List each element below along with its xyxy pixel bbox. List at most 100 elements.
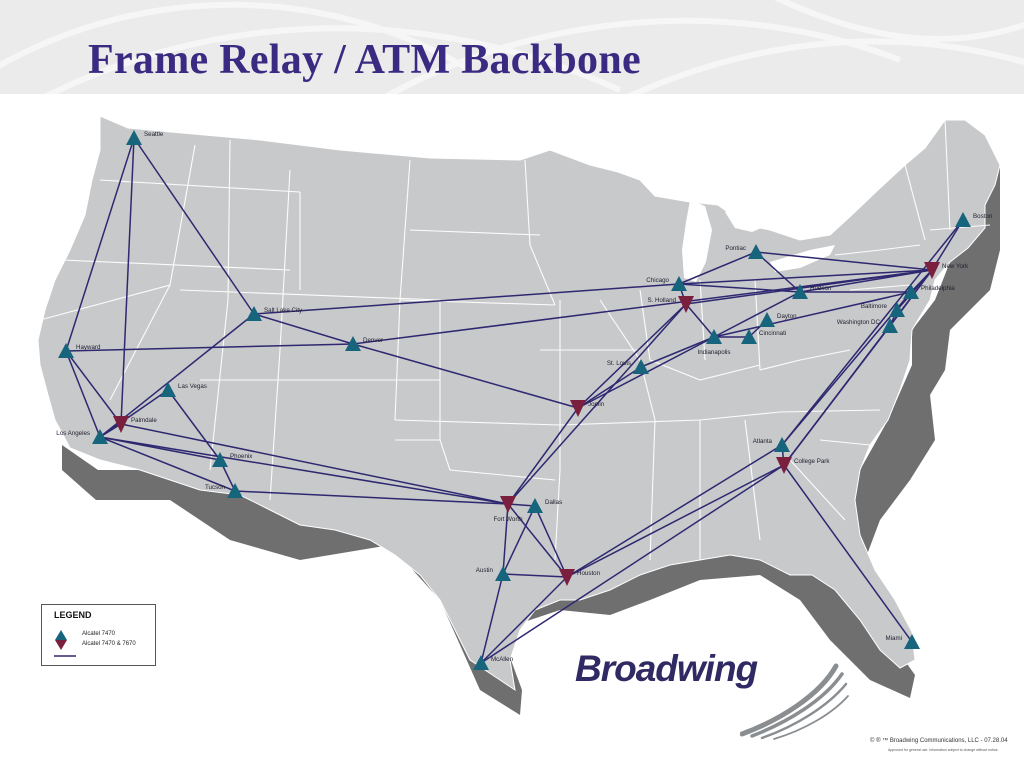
route-fort-worth-to-s-holland <box>507 303 687 505</box>
route-seattle-to-salt-lake-city <box>133 137 255 315</box>
node-dallas: Dallas <box>527 498 562 513</box>
alcatel-7470-icon <box>904 634 920 649</box>
route-las-vegas-to-phoenix <box>167 389 221 461</box>
city-label-new-york: New York <box>942 263 969 270</box>
node-hayward: Hayward <box>58 343 101 358</box>
route-s-holland-to-new-york <box>685 269 933 305</box>
route-dallas-to-austin <box>502 505 536 575</box>
route-line-icon <box>54 655 76 657</box>
alcatel-7470-icon <box>527 498 543 513</box>
city-label-las-vegas: Las Vegas <box>178 383 207 390</box>
alcatel-7470-icon <box>882 318 898 333</box>
node-philadelphia: Philadelphia <box>903 284 955 299</box>
city-label-st-louis: St. Louis <box>607 360 631 367</box>
alcatel-7470-icon <box>246 306 262 321</box>
city-label-austin: Austin <box>476 567 494 574</box>
alcatel-7470-icon <box>706 329 722 344</box>
city-label-tucson: Tucson <box>205 484 226 491</box>
city-label-s-holland: S. Holland <box>647 297 676 304</box>
route-salt-lake-city-to-denver <box>253 313 354 345</box>
broadwing-logo-text: Broadwing <box>575 648 758 689</box>
node-fort-worth: Fort Worth <box>493 496 523 523</box>
usa-landmass <box>37 115 1001 715</box>
alcatel-7470-7670-icon <box>55 640 67 650</box>
alcatel-7470-icon <box>955 212 971 227</box>
route-salt-lake-city-to-chicago <box>253 283 680 315</box>
city-label-boston: Boston <box>973 213 993 220</box>
node-washington-dc: Washington DC <box>837 318 898 333</box>
city-label-pontiac: Pontiac <box>725 245 746 252</box>
node-austin: Austin <box>476 566 511 581</box>
route-st-louis-to-indianapolis <box>640 336 715 368</box>
route-fort-worth-to-joplin <box>507 407 579 505</box>
route-houston-to-college-park <box>566 464 785 578</box>
backbone-routes <box>65 137 964 664</box>
city-label-phoenix: Phoenix <box>230 453 253 460</box>
route-fort-worth-to-austin <box>502 503 509 575</box>
city-label-mcallen: McAllen <box>491 656 514 663</box>
legend-label-alcatel-7470-7670: Alcatel 7470 & 7670 <box>82 641 136 647</box>
alcatel-7470-icon <box>671 276 687 291</box>
city-label-salt-lake-city: Salt Lake City <box>264 307 303 314</box>
node-tucson: Tucson <box>205 483 243 498</box>
route-atlanta-to-boston <box>781 219 964 446</box>
node-dayton: Dayton <box>759 312 797 327</box>
alcatel-7470-icon <box>160 382 176 397</box>
route-joplin-to-s-holland <box>577 303 687 409</box>
alcatel-7470-icon <box>774 437 790 452</box>
state-borders <box>39 119 991 561</box>
route-college-park-to-washington-dc <box>783 325 891 466</box>
city-label-seattle: Seattle <box>144 131 164 138</box>
node-salt-lake-city: Salt Lake City <box>246 306 303 321</box>
route-denver-to-joplin <box>352 343 579 409</box>
lake-michigan <box>682 200 712 282</box>
city-label-hudson: Hudson <box>810 285 832 292</box>
node-s-holland: S. Holland <box>647 296 694 313</box>
route-hayward-to-denver <box>65 343 354 352</box>
alcatel-7470-icon <box>212 452 228 467</box>
route-seattle-to-hayward <box>65 137 135 352</box>
broadwing-swoosh-icon <box>740 663 849 740</box>
lake-erie <box>770 245 835 272</box>
usa-land-shape <box>37 115 1001 692</box>
node-hudson: Hudson <box>792 284 832 299</box>
header-swirl-pattern <box>0 0 1024 94</box>
copyright-notice: © ® ™ Broadwing Communications, LLC - 07… <box>870 738 1008 744</box>
route-fort-worth-to-dallas <box>507 503 536 507</box>
route-houston-to-atlanta <box>566 444 783 578</box>
city-label-baltimore: Baltimore <box>861 303 888 310</box>
city-label-indianapolis: Indianapolis <box>697 349 730 356</box>
node-seattle: Seattle <box>126 130 164 145</box>
alcatel-7470-7670-icon <box>924 262 940 279</box>
route-college-park-to-miami <box>783 464 913 643</box>
alcatel-7470-icon <box>748 244 764 259</box>
node-chicago: Chicago <box>646 276 687 291</box>
node-las-vegas: Las Vegas <box>160 382 207 397</box>
route-pontiac-to-new-york <box>755 251 933 271</box>
node-los-angeles: Los Angeles <box>56 429 108 444</box>
node-houston: Houston <box>559 569 601 586</box>
city-label-chicago: Chicago <box>646 277 669 284</box>
node-denver: Denver <box>345 336 383 351</box>
route-chicago-to-new-york <box>678 269 933 285</box>
node-st-louis: St. Louis <box>607 359 649 374</box>
route-hudson-to-indianapolis <box>713 291 801 338</box>
route-dallas-to-houston <box>534 505 568 578</box>
node-palmdale: Palmdale <box>113 416 157 433</box>
node-college-park: College Park <box>776 457 830 474</box>
route-los-angeles-to-fort-worth <box>99 436 509 505</box>
node-new-york: New York <box>924 262 969 279</box>
node-phoenix: Phoenix <box>212 452 253 467</box>
city-label-palmdale: Palmdale <box>131 417 157 424</box>
node-baltimore: Baltimore <box>861 302 905 317</box>
route-fort-worth-to-houston <box>507 503 568 578</box>
city-label-denver: Denver <box>363 337 383 344</box>
city-label-hayward: Hayward <box>76 344 101 351</box>
lake-huron <box>725 206 768 232</box>
disclaimer-text: Approved for general use. Information su… <box>888 748 999 752</box>
route-los-angeles-to-tucson <box>99 436 236 492</box>
city-label-joplin: Joplin <box>588 401 605 408</box>
alcatel-7470-icon <box>741 329 757 344</box>
